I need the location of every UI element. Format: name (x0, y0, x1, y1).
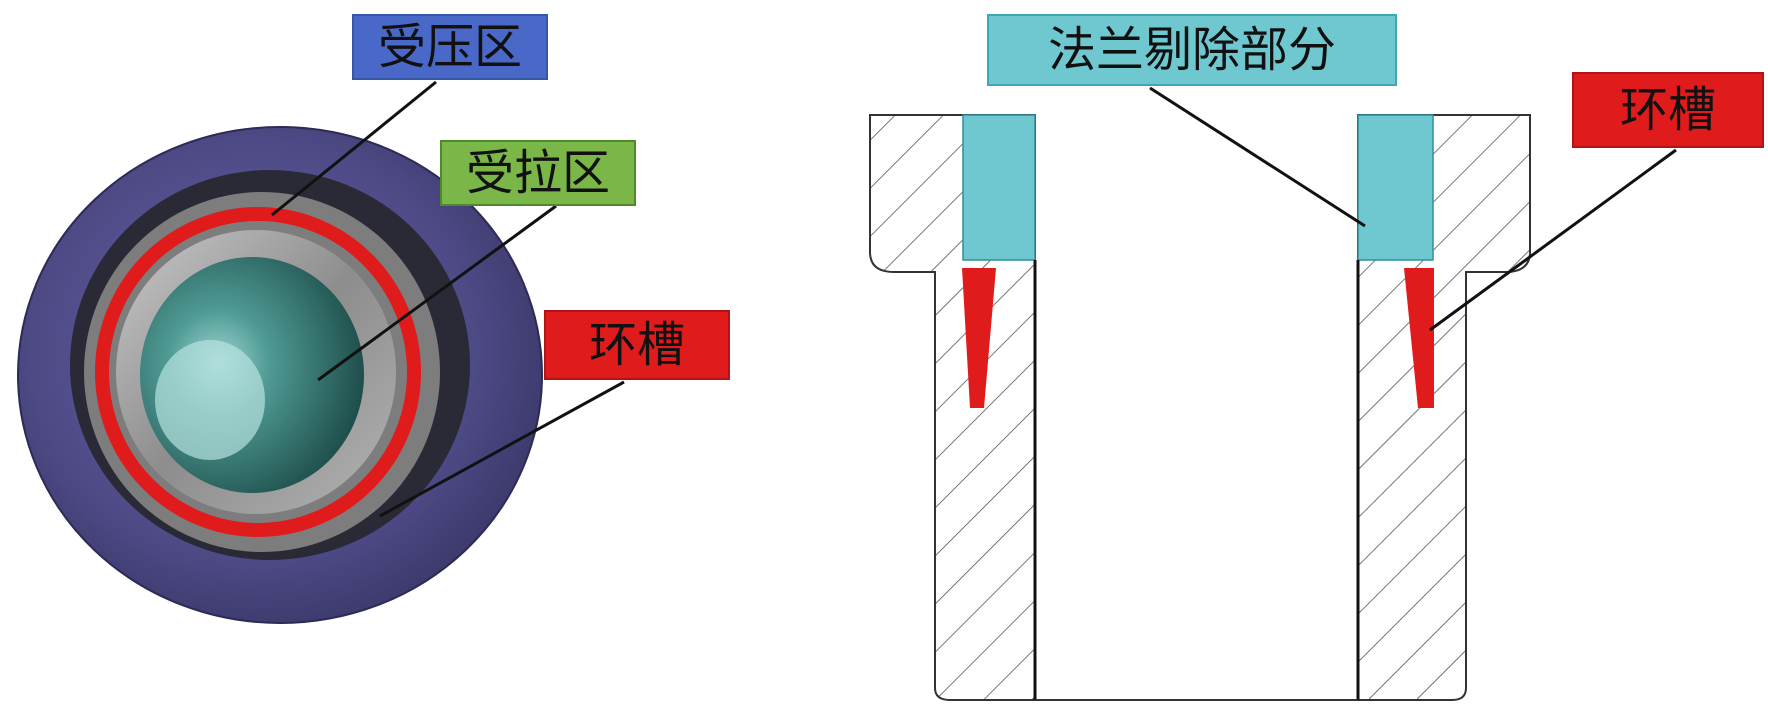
leader-pressure (271, 80, 437, 217)
label-tension-zone: 受拉区 (440, 140, 636, 206)
leader-groove-right (1429, 148, 1677, 332)
flange-removed-left (962, 114, 1036, 261)
groove-right-wedge (1404, 268, 1434, 408)
groove-ring (95, 207, 421, 537)
label-flange-removed: 法兰剔除部分 (987, 14, 1397, 86)
leader-tension (317, 204, 557, 382)
left-wall-section (869, 114, 1036, 701)
flange-removed-right (1357, 114, 1434, 261)
bore-highlight (155, 340, 265, 460)
label-groove-left: 环槽 (544, 310, 730, 380)
leader-flange (1149, 86, 1366, 228)
left-ring-view (17, 126, 543, 624)
label-pressure-zone: 受压区 (352, 14, 548, 80)
right-section-view (869, 114, 1531, 701)
label-groove-right: 环槽 (1572, 72, 1764, 148)
groove-left-wedge (962, 268, 996, 408)
leader-groove-left (379, 380, 625, 518)
